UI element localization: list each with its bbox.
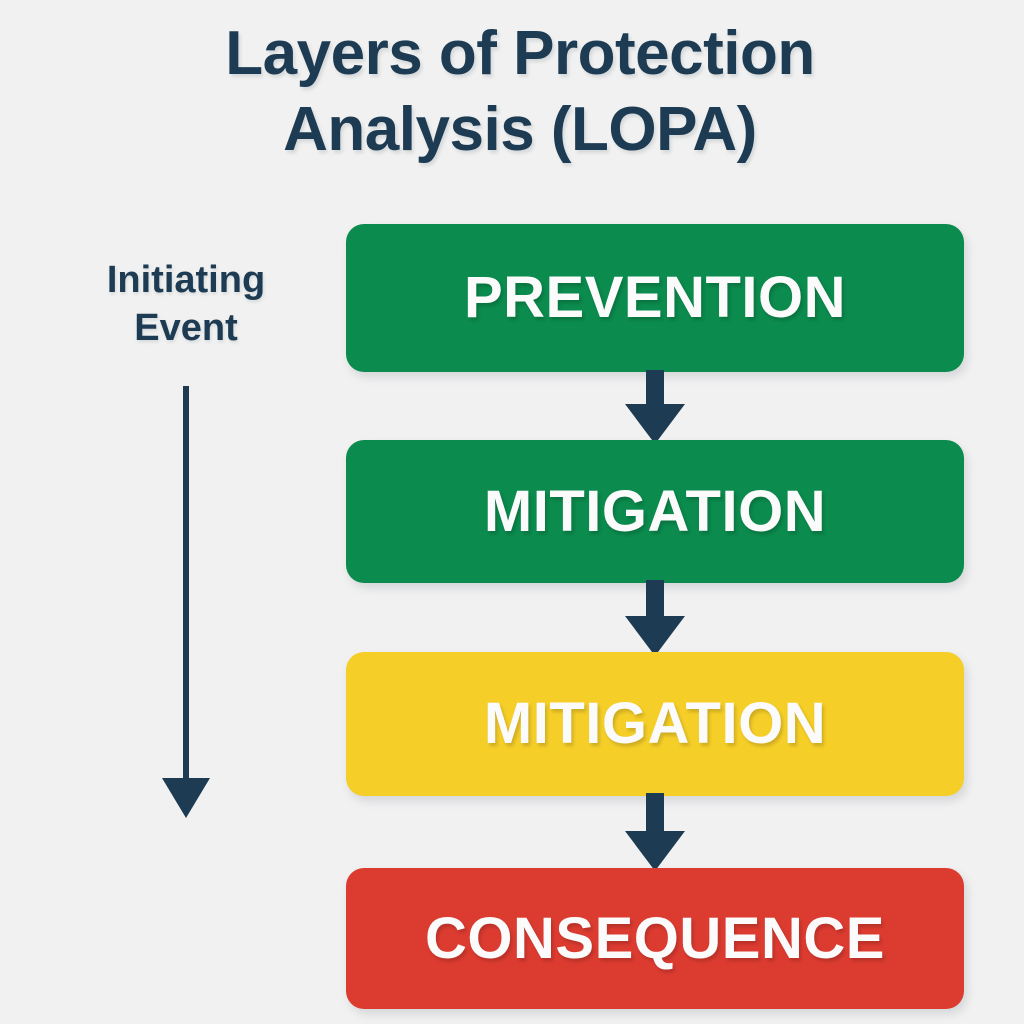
arrow-mitigation-green-to-mitigation-yellow [619, 580, 691, 656]
initiating-event-arrow [140, 386, 236, 818]
layer-box-mitigation-green[interactable]: MITIGATION [346, 440, 964, 583]
initiating-event-label: Initiating Event [44, 256, 328, 352]
arrow-mitigation-yellow-to-consequence [619, 793, 691, 871]
page-title-line-1: Layers of Protection [225, 19, 815, 88]
layer-label-mitigation-green: MITIGATION [483, 478, 827, 544]
layer-box-mitigation-yellow[interactable]: MITIGATION [346, 652, 964, 796]
arrow-prevention-to-mitigation-green [619, 370, 691, 444]
layer-label-consequence: CONSEQUENCE [425, 905, 885, 971]
down-arrow-icon [625, 793, 685, 871]
layer-box-prevention[interactable]: PREVENTION [346, 224, 964, 372]
initiating-event-label-line-2: Event [134, 307, 238, 349]
layer-box-consequence[interactable]: CONSEQUENCE [346, 868, 964, 1009]
initiating-event-label-line-1: Initiating [106, 259, 266, 301]
down-arrow-icon [625, 370, 685, 444]
layer-label-mitigation-yellow: MITIGATION [483, 691, 827, 756]
initiating-event-arrow-glyph [162, 386, 210, 818]
page-title: Layers of Protection Analysis (LOPA) [0, 16, 1024, 168]
layer-label-prevention: PREVENTION [463, 265, 847, 330]
down-arrow-icon [625, 580, 685, 656]
page-title-line-2: Analysis (LOPA) [283, 95, 757, 164]
